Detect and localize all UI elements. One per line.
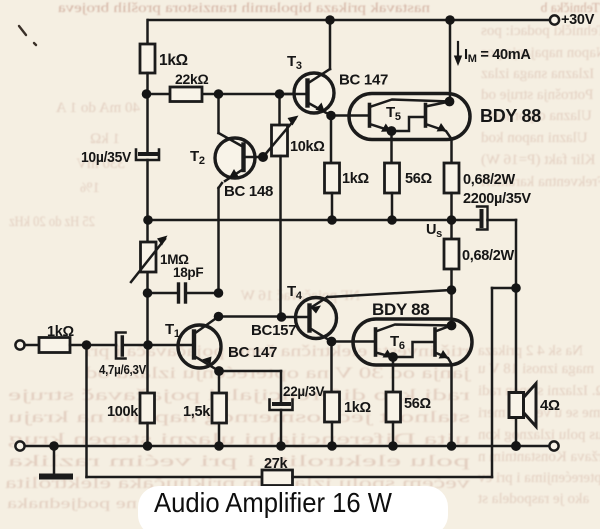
- svg-text:Ulazni napon kod: Ulazni napon kod: [481, 130, 588, 146]
- svg-text:BC 147: BC 147: [228, 344, 277, 361]
- svg-text:10kΩ: 10kΩ: [290, 139, 325, 155]
- svg-text:1kΩ: 1kΩ: [47, 324, 75, 340]
- svg-text:27k: 27k: [264, 456, 289, 472]
- svg-text:4,7µ/6,3V: 4,7µ/6,3V: [99, 362, 147, 377]
- svg-text:330 mV: 330 mV: [76, 156, 125, 172]
- svg-text:56Ω: 56Ω: [404, 396, 432, 412]
- svg-text:+30V: +30V: [561, 12, 595, 28]
- svg-text:maga iznosi 18 V u: maga iznosi 18 V u: [478, 361, 595, 377]
- svg-text:janja od 30 V na opterećenju i: janja od 30 V na opterećenju izlazu od: [85, 365, 472, 382]
- svg-text:25 Hz do 20 kHz: 25 Hz do 20 kHz: [9, 214, 95, 230]
- svg-text:40 mA do 1 A: 40 mA do 1 A: [56, 100, 140, 116]
- svg-text:nastavak prikaza bipolarnih tr: nastavak prikaza bipolarnih tranzistora …: [58, 0, 430, 15]
- svg-text:1kΩ: 1kΩ: [342, 171, 370, 187]
- svg-text:18pF: 18pF: [173, 265, 203, 280]
- svg-text:polu elektrolita i pri većim r: polu elektrolita i pri većim razlika: [8, 453, 470, 470]
- svg-text:Ulazna otpornost i: Ulazna otpornost i: [481, 108, 592, 124]
- svg-text:Frekventna karakteri: Frekventna karakteri: [481, 174, 600, 190]
- svg-text:1kΩ: 1kΩ: [344, 400, 372, 416]
- svg-text:1%: 1%: [80, 180, 100, 196]
- svg-text:IM = 40mA: IM = 40mA: [464, 47, 531, 65]
- svg-text:Izlazna snaga izlaz: Izlazna snaga izlaz: [481, 66, 595, 82]
- svg-text:dime se u velikoj meri: dime se u velikoj meri: [478, 405, 600, 421]
- svg-text:56Ω: 56Ω: [405, 171, 433, 187]
- svg-text:BDY 88: BDY 88: [372, 300, 429, 319]
- svg-text:10µ/35V: 10µ/35V: [81, 150, 132, 166]
- svg-text:0,68/2W: 0,68/2W: [463, 172, 516, 188]
- svg-text:radi kao diferencijalni pojača: radi kao diferencijalni pojačavač struje: [8, 387, 470, 404]
- svg-text:Ω. Izlazni stepen radi: Ω. Izlazni stepen radi: [478, 383, 600, 399]
- svg-text:BC 147: BC 147: [339, 72, 388, 89]
- svg-text:Na sk 4 2 prikaza: Na sk 4 2 prikaza: [478, 343, 583, 359]
- svg-text:Audio Amplifier 16 W: Audio Amplifier 16 W: [154, 487, 392, 518]
- svg-text:BDY 88: BDY 88: [480, 106, 541, 126]
- svg-text:ne podjednaka: ne podjednaka: [7, 496, 137, 512]
- svg-text:2200µ/35V: 2200µ/35V: [463, 191, 531, 207]
- svg-text:Tehnička b: Tehnička b: [540, 0, 600, 15]
- svg-text:Potrošnja struje od: Potrošnja struje od: [481, 87, 594, 103]
- svg-text:22µ/3V: 22µ/3V: [283, 384, 325, 399]
- svg-text:stalnost jednosmernog napona n: stalnost jednosmernog napona na kraju: [8, 409, 470, 426]
- svg-text:0,68/2W: 0,68/2W: [462, 248, 515, 264]
- svg-text:1,5k: 1,5k: [183, 404, 211, 420]
- svg-text:ako je raspodela st: ako je raspodela st: [477, 491, 589, 507]
- svg-text:Klir fakt (P=16 W): Klir fakt (P=16 W): [481, 152, 595, 168]
- svg-text:Tehnički podaci: pos: Tehnički podaci: pos: [481, 23, 600, 39]
- svg-text:1kΩ: 1kΩ: [159, 52, 188, 69]
- svg-text:održava Konstantnim n: održava Konstantnim n: [478, 449, 600, 465]
- svg-text:1 kΩ: 1 kΩ: [90, 131, 120, 147]
- svg-text:uita Diferencijalni ulazni ste: uita Diferencijalni ulazni stepen krug: [8, 431, 470, 448]
- svg-text:4Ω: 4Ω: [540, 397, 560, 414]
- svg-text:NF pojačavač 16 W: NF pojačavač 16 W: [240, 288, 360, 304]
- svg-text:1MΩ: 1MΩ: [160, 252, 189, 267]
- svg-text:BC157: BC157: [251, 322, 296, 339]
- svg-text:Napon napajanja pos: Napon napajanja pos: [481, 45, 600, 61]
- svg-text:alus polu izlaznog kon: alus polu izlaznog kon: [478, 427, 600, 443]
- svg-text:BC 148: BC 148: [224, 183, 273, 200]
- svg-text:22kΩ: 22kΩ: [175, 71, 208, 87]
- svg-text:100k: 100k: [107, 404, 139, 420]
- svg-text:opterećenjima i pri ev: opterećenjima i pri ev: [478, 470, 600, 486]
